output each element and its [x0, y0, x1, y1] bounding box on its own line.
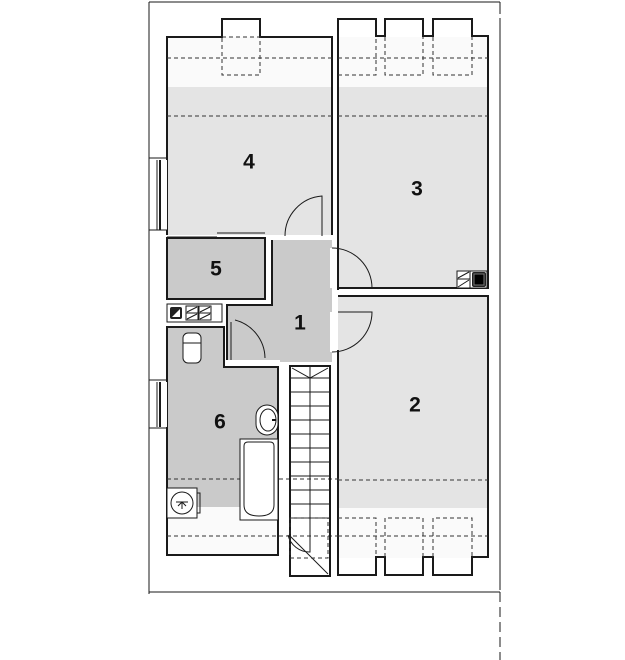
staircase — [287, 365, 331, 577]
room-label-3: 3 — [411, 178, 423, 201]
room-label-6: 6 — [214, 411, 226, 434]
room-5 — [166, 232, 266, 300]
consumer-unit-icon — [166, 303, 223, 323]
sink-icon — [255, 404, 279, 436]
boiler-icon — [456, 270, 488, 289]
room-1 — [226, 195, 373, 362]
room-label-4: 4 — [243, 151, 255, 174]
room-4 — [166, 18, 333, 235]
room-label-5: 5 — [210, 258, 222, 281]
room-label-1: 1 — [294, 312, 306, 335]
left-windows — [149, 157, 167, 429]
room-label-2: 2 — [409, 394, 421, 417]
toilet-icon — [182, 332, 202, 364]
room-2 — [337, 295, 489, 576]
site-boundary — [148, 1, 501, 660]
bathtub-icon — [239, 438, 279, 521]
washing-machine-icon — [166, 487, 201, 519]
room-3 — [337, 18, 489, 290]
